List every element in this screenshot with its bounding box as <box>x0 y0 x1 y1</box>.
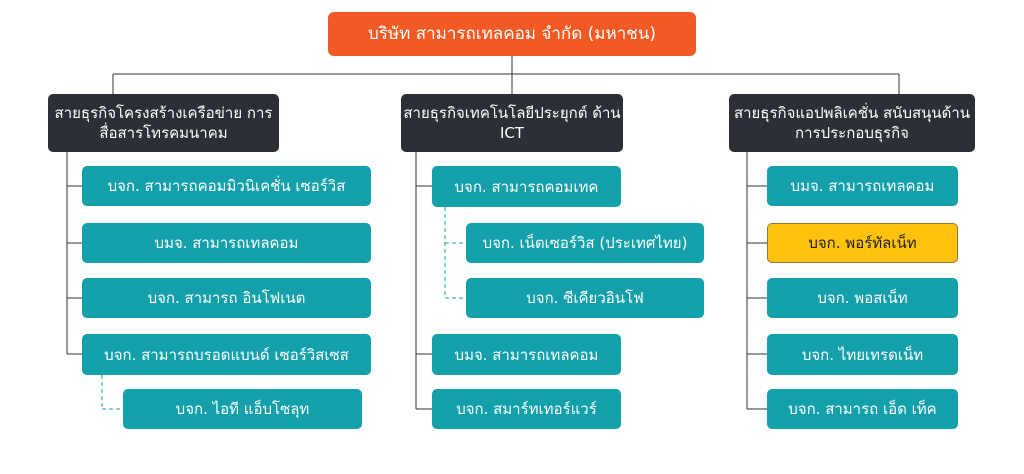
company-box: บจก. ไทยเทรดเน็ท <box>767 334 958 375</box>
company-label: บจก. ซีเคียวอินโฟ <box>526 289 644 307</box>
division-label: สายธุรกิจโครงสร้างเครือข่าย การสื่อสารโท… <box>54 104 273 142</box>
company-label: บมจ. สามารถเทลคอม <box>790 177 935 195</box>
division-label: สายธุรกิจเทคโนโลยีประยุกต์ ด้าน ICT <box>403 104 621 142</box>
company-box: บมจ. สามารถเทลคอม <box>767 166 958 206</box>
company-label: บจก. ไทยเทรดเน็ท <box>801 345 924 364</box>
company-box: บมจ. สามารถเทลคอม <box>432 334 621 375</box>
company-box: บมจ. สามารถเทลคอม <box>82 223 371 263</box>
company-label: บมจ. สามารถเทลคอม <box>154 234 299 252</box>
company-label: บจก. สามารถ เอ็ด เท็ค <box>788 400 937 418</box>
company-label: บจก. พอสเน็ท <box>817 289 908 307</box>
company-box-subsidiary: บจก. ซีเคียวอินโฟ <box>466 278 704 318</box>
company-label: บจก. พอร์ทัลเน็ท <box>808 234 917 252</box>
division-label: สายธุรกิจแอปพลิเคชั่น สนับสนุนด้านการประ… <box>733 104 971 142</box>
company-box: บจก. สามารถ อินโฟเนต <box>82 278 371 318</box>
root-company-label: บริษัท สามารถเทลคอม จำกัด (มหาชน) <box>367 24 657 44</box>
company-label: บจก. เน็ตเซอร์วิส (ประเทศไทย) <box>482 234 688 252</box>
root-company-box: บริษัท สามารถเทลคอม จำกัด (มหาชน) <box>328 12 696 56</box>
division-telecom-infrastructure: สายธุรกิจโครงสร้างเครือข่าย การสื่อสารโท… <box>48 94 279 152</box>
company-label: บจก. สามารถ อินโฟเนต <box>147 289 306 307</box>
company-box: บจก. สามารถคอมมิวนิเคชั่น เซอร์วิส <box>82 166 371 206</box>
company-box: บจก. พอสเน็ท <box>767 278 958 318</box>
company-box: บจก. สามารถ เอ็ด เท็ค <box>767 389 958 429</box>
company-box: บจก. สมาร์ทเทอร์แวร์ <box>432 389 621 429</box>
company-box-highlighted: บจก. พอร์ทัลเน็ท <box>767 223 958 263</box>
company-box-subsidiary: บจก. ไอที แอ็บโซลุท <box>123 389 362 429</box>
company-box-subsidiary: บจก. เน็ตเซอร์วิส (ประเทศไทย) <box>466 223 704 263</box>
company-label: บจก. ไอที แอ็บโซลุท <box>175 400 310 418</box>
company-label: บจก. สามารถคอมมิวนิเคชั่น เซอร์วิส <box>107 177 346 195</box>
company-label: บจก. สามารถบรอดแบนด์ เซอร์วิสเซส <box>104 345 349 364</box>
division-business-applications: สายธุรกิจแอปพลิเคชั่น สนับสนุนด้านการประ… <box>729 94 975 152</box>
company-box: บจก. สามารถบรอดแบนด์ เซอร์วิสเซส <box>82 334 371 375</box>
company-label: บจก. สมาร์ทเทอร์แวร์ <box>456 400 597 418</box>
division-ict-applied-technology: สายธุรกิจเทคโนโลยีประยุกต์ ด้าน ICT <box>401 94 623 152</box>
company-label: บมจ. สามารถเทลคอม <box>454 345 599 364</box>
company-box: บจก. สามารถคอมเทค <box>432 166 621 207</box>
company-label: บจก. สามารถคอมเทค <box>454 177 599 196</box>
